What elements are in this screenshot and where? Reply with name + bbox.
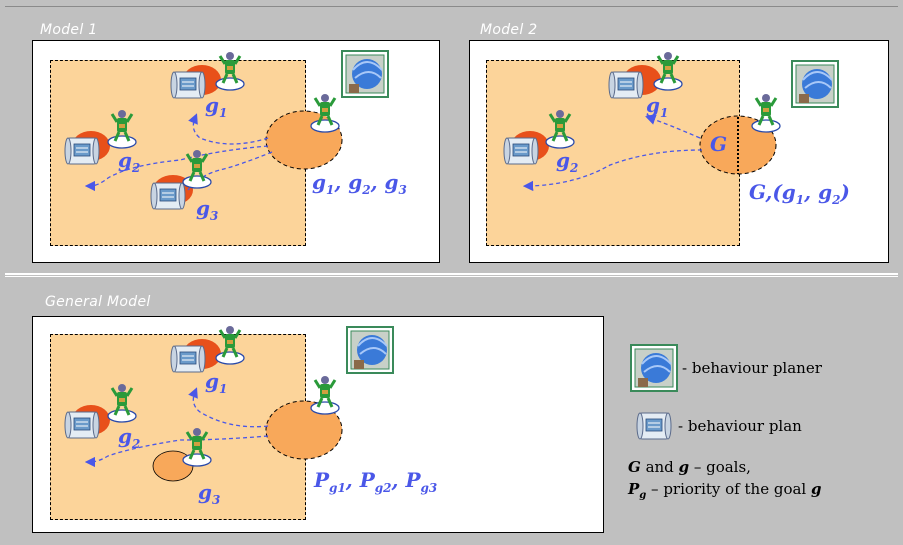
legend-goals-text: G and g – goals,	[628, 458, 751, 476]
general-graphics	[64, 324, 394, 482]
model1-graphics	[64, 50, 389, 210]
general-g1-label: g1	[205, 369, 228, 396]
general-priorities-label: Pg1, Pg2, Pg3	[314, 468, 438, 495]
model1-goals-label: g1, g2, g3	[312, 170, 407, 197]
model1-title: Model 1	[40, 22, 98, 38]
general-model-title: General Model	[45, 294, 151, 310]
behaviour-plan-scroll-icon	[636, 412, 672, 440]
model2-title: Model 2	[480, 22, 538, 38]
behaviour-planer-head-icon	[630, 344, 678, 392]
model1-g1-label: g1	[205, 93, 228, 120]
legend-planer-text: - behaviour planer	[682, 359, 822, 377]
model2-graphics	[503, 50, 839, 192]
legend-icons	[630, 344, 678, 440]
general-g2-label: g2	[118, 424, 141, 451]
legend-plan-text: - behaviour plan	[678, 417, 802, 435]
model2-g1-label: g1	[646, 93, 669, 120]
divider	[5, 273, 898, 275]
model1-g2-label: g2	[118, 148, 141, 175]
model2-G-label: G	[710, 132, 728, 156]
top-border	[5, 6, 898, 7]
legend-priority-text: Pg – priority of the goal g	[628, 480, 822, 501]
divider-shadow	[5, 276, 898, 277]
general-g3-label: g3	[198, 480, 221, 507]
model2-goals-label: G,(g1, g2)	[749, 180, 850, 207]
model2-g2-label: g2	[556, 148, 579, 175]
model1-g3-label: g3	[196, 196, 219, 223]
